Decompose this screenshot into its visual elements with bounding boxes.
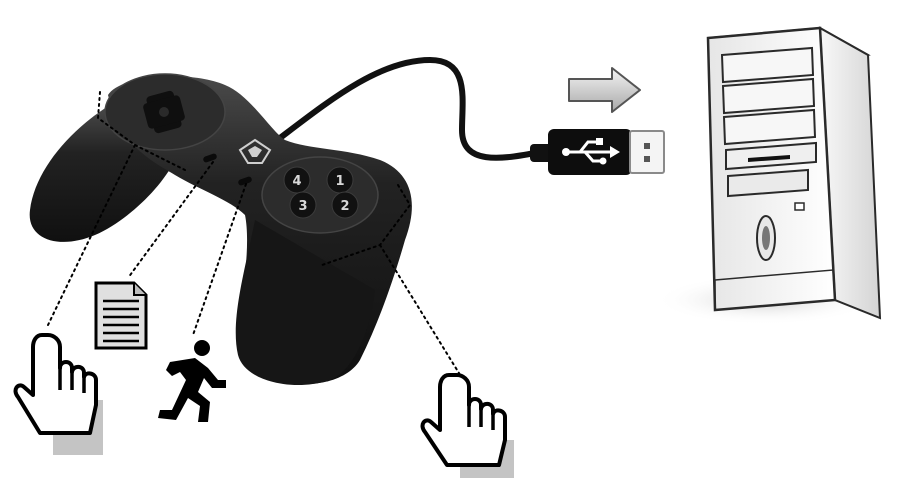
- face-button-4[interactable]: 4: [284, 167, 310, 193]
- power-led: [795, 203, 804, 210]
- svg-text:4: 4: [292, 174, 301, 189]
- usb-cable: [280, 60, 540, 158]
- usb-plug: [530, 129, 664, 175]
- svg-text:1: 1: [335, 174, 344, 189]
- drive-bay-3: [724, 110, 815, 144]
- svg-text:3: 3: [298, 199, 307, 214]
- drive-bay-1: [722, 48, 813, 82]
- svg-text:2: 2: [340, 199, 349, 214]
- face-button-1[interactable]: 1: [327, 167, 353, 193]
- pointing-hand-icon: [423, 375, 514, 478]
- gamepad: 4 1 3 2: [30, 74, 412, 385]
- running-man-icon: [158, 340, 226, 422]
- face-button-3[interactable]: 3: [290, 192, 316, 218]
- usb-connector-metal: [630, 131, 664, 173]
- drive-bay-2: [723, 79, 814, 113]
- right-arrow-icon: [569, 68, 640, 112]
- pointing-hand-icon: [16, 335, 103, 455]
- right-dome: [262, 157, 378, 233]
- document-icon: [96, 283, 146, 348]
- pc-tower-icon: [655, 28, 880, 325]
- face-button-2[interactable]: 2: [332, 192, 358, 218]
